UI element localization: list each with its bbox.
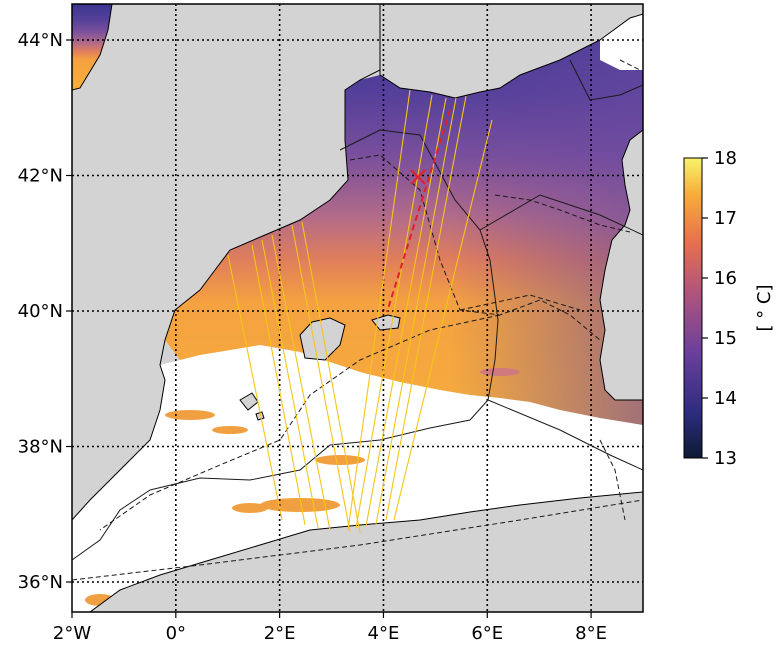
north-africa-coast — [72, 491, 643, 612]
colorbar-label: [ ° C] — [754, 284, 775, 331]
gridlines — [72, 4, 643, 612]
lon-tick-label: 6°E — [471, 623, 503, 644]
satellite-tracks — [227, 89, 493, 534]
map-frame — [71, 3, 644, 613]
lat-tick-label: 38°N — [18, 437, 63, 458]
lat-tick-label: 36°N — [18, 572, 63, 593]
colorbar: 18 17 16 15 14 13 [ ° C] — [683, 148, 775, 469]
lon-tick-label: 0° — [166, 623, 186, 644]
french-riviera-coast — [379, 4, 643, 99]
lat-tick-label: 42°N — [18, 166, 63, 187]
colorbar-tick-label: 16 — [714, 268, 737, 289]
land-masses — [72, 4, 643, 612]
transect-line — [386, 109, 451, 313]
sea-sst-field — [72, 4, 112, 90]
colorbar-tick-label: 17 — [714, 208, 737, 229]
colorbar-gradient — [683, 157, 703, 459]
transect — [386, 109, 451, 313]
lat-tick-label: 40°N — [18, 301, 63, 322]
latitude-axis: 44°N 42°N 40°N 38°N 36°N — [18, 30, 72, 593]
colorbar-ticks: 18 17 16 15 14 13 — [702, 148, 737, 469]
dashed-boundaries — [72, 59, 643, 581]
lon-tick-label: 2°E — [264, 623, 296, 644]
region-boundaries — [72, 59, 643, 561]
lon-tick-label: 8°E — [575, 623, 607, 644]
iberian-french-coast — [72, 4, 381, 521]
lon-tick-label: 4°E — [368, 623, 400, 644]
transect-marker-icon — [410, 169, 426, 185]
colorbar-tick-label: 13 — [714, 448, 737, 469]
map-panel — [72, 4, 643, 612]
corsica-sardinia — [599, 129, 643, 401]
lon-tick-label: 2°W — [53, 623, 91, 644]
colorbar-tick-label: 14 — [714, 388, 737, 409]
colorbar-tick-label: 18 — [714, 148, 737, 169]
lat-tick-label: 44°N — [18, 30, 63, 51]
longitude-axis: 2°W 0° 2°E 4°E 6°E 8°E — [53, 612, 607, 644]
colorbar-tick-label: 15 — [714, 328, 737, 349]
